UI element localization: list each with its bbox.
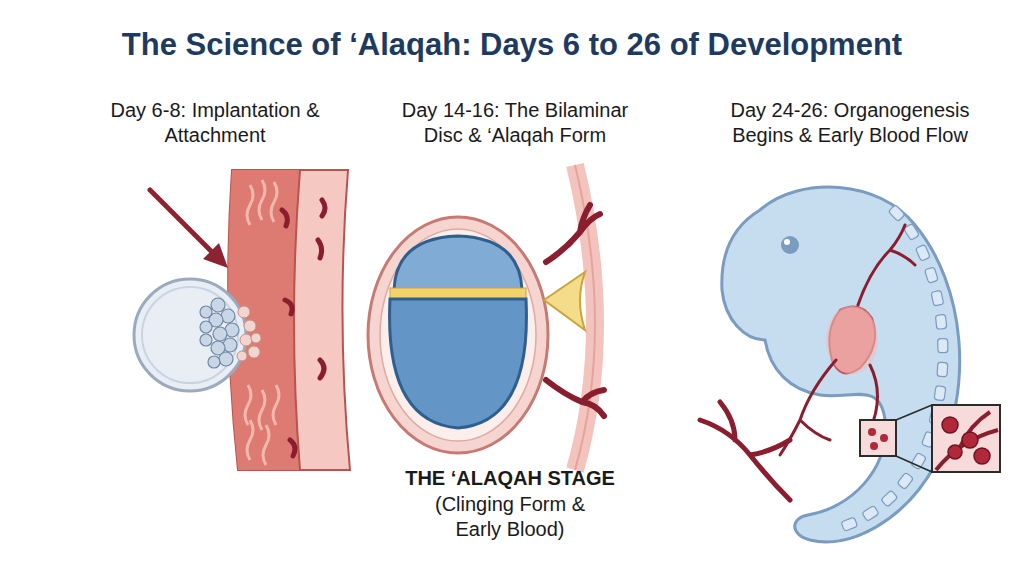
somite	[862, 505, 879, 521]
somite	[881, 490, 898, 507]
stage-note: (Clinging Form & Early Blood)	[419, 492, 601, 542]
somite	[888, 205, 905, 222]
panel-heading: Day 24-26: Organogenesis Begins & Early …	[713, 98, 988, 148]
somite	[931, 290, 944, 306]
somite	[938, 338, 948, 352]
somite	[915, 244, 930, 261]
somite	[925, 267, 939, 283]
panel-heading: Day 14-16: The Bilaminar Disc & ‘Alaqah …	[391, 98, 639, 148]
diagram-title: The Science of ‘Alaqah: Days 6 to 26 of …	[12, 26, 1012, 65]
stage-label: THE ‘ALAQAH STAGE	[370, 466, 650, 491]
panel-heading: Day 6-8: Implantation & Attachment	[109, 98, 321, 148]
bilaminar-disc-figure	[368, 165, 604, 470]
somite	[911, 453, 927, 470]
somite	[897, 472, 913, 489]
somite	[935, 314, 946, 329]
embryo-figure	[700, 187, 1000, 542]
implantation-figure	[134, 170, 350, 470]
somite	[934, 386, 946, 401]
somite	[937, 362, 948, 377]
somite	[841, 517, 858, 531]
